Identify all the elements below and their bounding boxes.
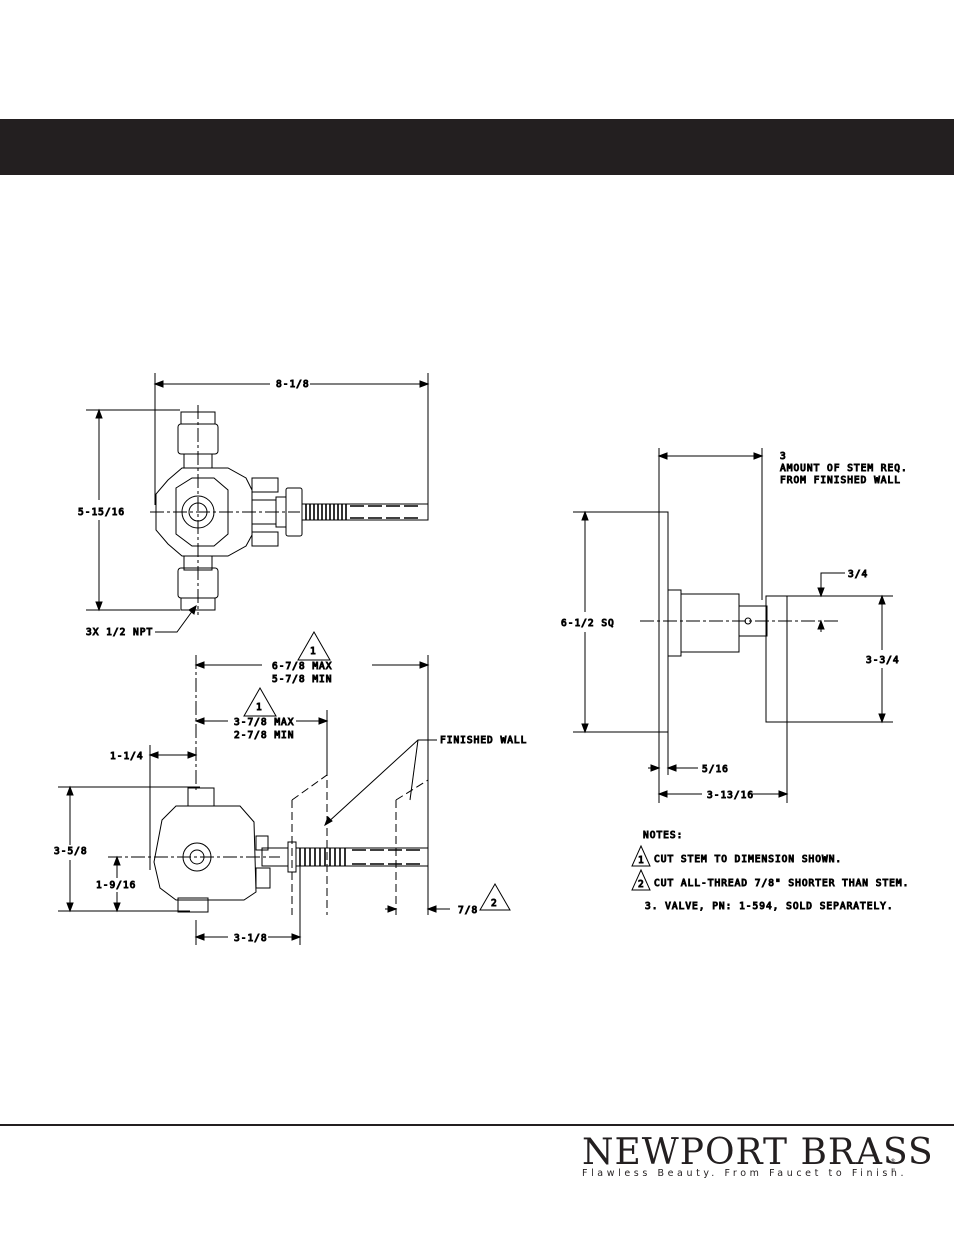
note-1-text: CUT STEM TO DIMENSION SHOWN. [654,854,842,865]
flag-note-2: 2 [491,898,498,909]
dim-handle-height: 3-3/4 [866,655,900,666]
header-banner [0,119,954,175]
dim-valve-min: 2-7/8 MIN [234,730,294,741]
note-2-text: CUT ALL-THREAD 7/8" SHORTER THAN STEM. [654,878,909,889]
footer-rule [0,1124,954,1126]
brand-logo: NEWPORT BRASS ® Flawless Beauty. From Fa… [574,1130,933,1190]
dim-valve-max: 3-7/8 MAX [234,717,294,728]
dim-handle-offset: 3/4 [848,569,868,580]
note-3-text: 3. VALVE, PN: 1-594, SOLD SEPARATELY. [645,901,894,912]
dim-offset: 1-1/4 [110,751,144,762]
stem-note-line-2: FROM FINISHED WALL [780,475,901,486]
notes-triangles [631,844,651,891]
flag-note-1-upper: 1 [310,646,317,657]
dim-depth-max: 6-7/8 MAX [272,661,332,672]
label-finished-wall: FINISHED WALL [440,735,527,746]
brand-tagline: Flawless Beauty. From Faucet to Finish. [582,1168,908,1179]
dim-side-height: 3-5/8 [54,846,88,857]
dim-body-depth: 3-1/8 [234,933,268,944]
dim-plate-thickness: 5/16 [702,764,729,775]
dim-trim-depth: 3-13/16 [707,790,754,801]
dim-overall-width: 8-1/8 [276,379,310,390]
dim-depth-min: 5-7/8 MIN [272,674,332,685]
dim-stem-amount: 3 [780,451,787,462]
dim-thread-cut: 7/8 [458,905,478,916]
dim-plate-size: 6-1/2 SQ [561,618,615,629]
dim-center-height: 1-9/16 [96,880,136,891]
note-1-number: 1 [638,855,645,866]
dim-top-height: 5-15/16 [78,507,125,518]
flag-note-1-lower: 1 [256,702,263,713]
brand-trademark: ™ [891,1168,896,1174]
note-2-number: 2 [638,879,645,890]
top-view-valve [86,373,430,633]
brand-name: NEWPORT BRASS [582,1132,934,1173]
brand-registered-mark: ® [890,1158,896,1165]
side-view-valve [58,630,511,945]
dim-npt-ports: 3X 1/2 NPT [86,627,153,638]
notes-heading: NOTES: [643,830,683,841]
trim-view [573,448,893,803]
stem-note-line-1: AMOUNT OF STEM REQ. [780,463,908,474]
